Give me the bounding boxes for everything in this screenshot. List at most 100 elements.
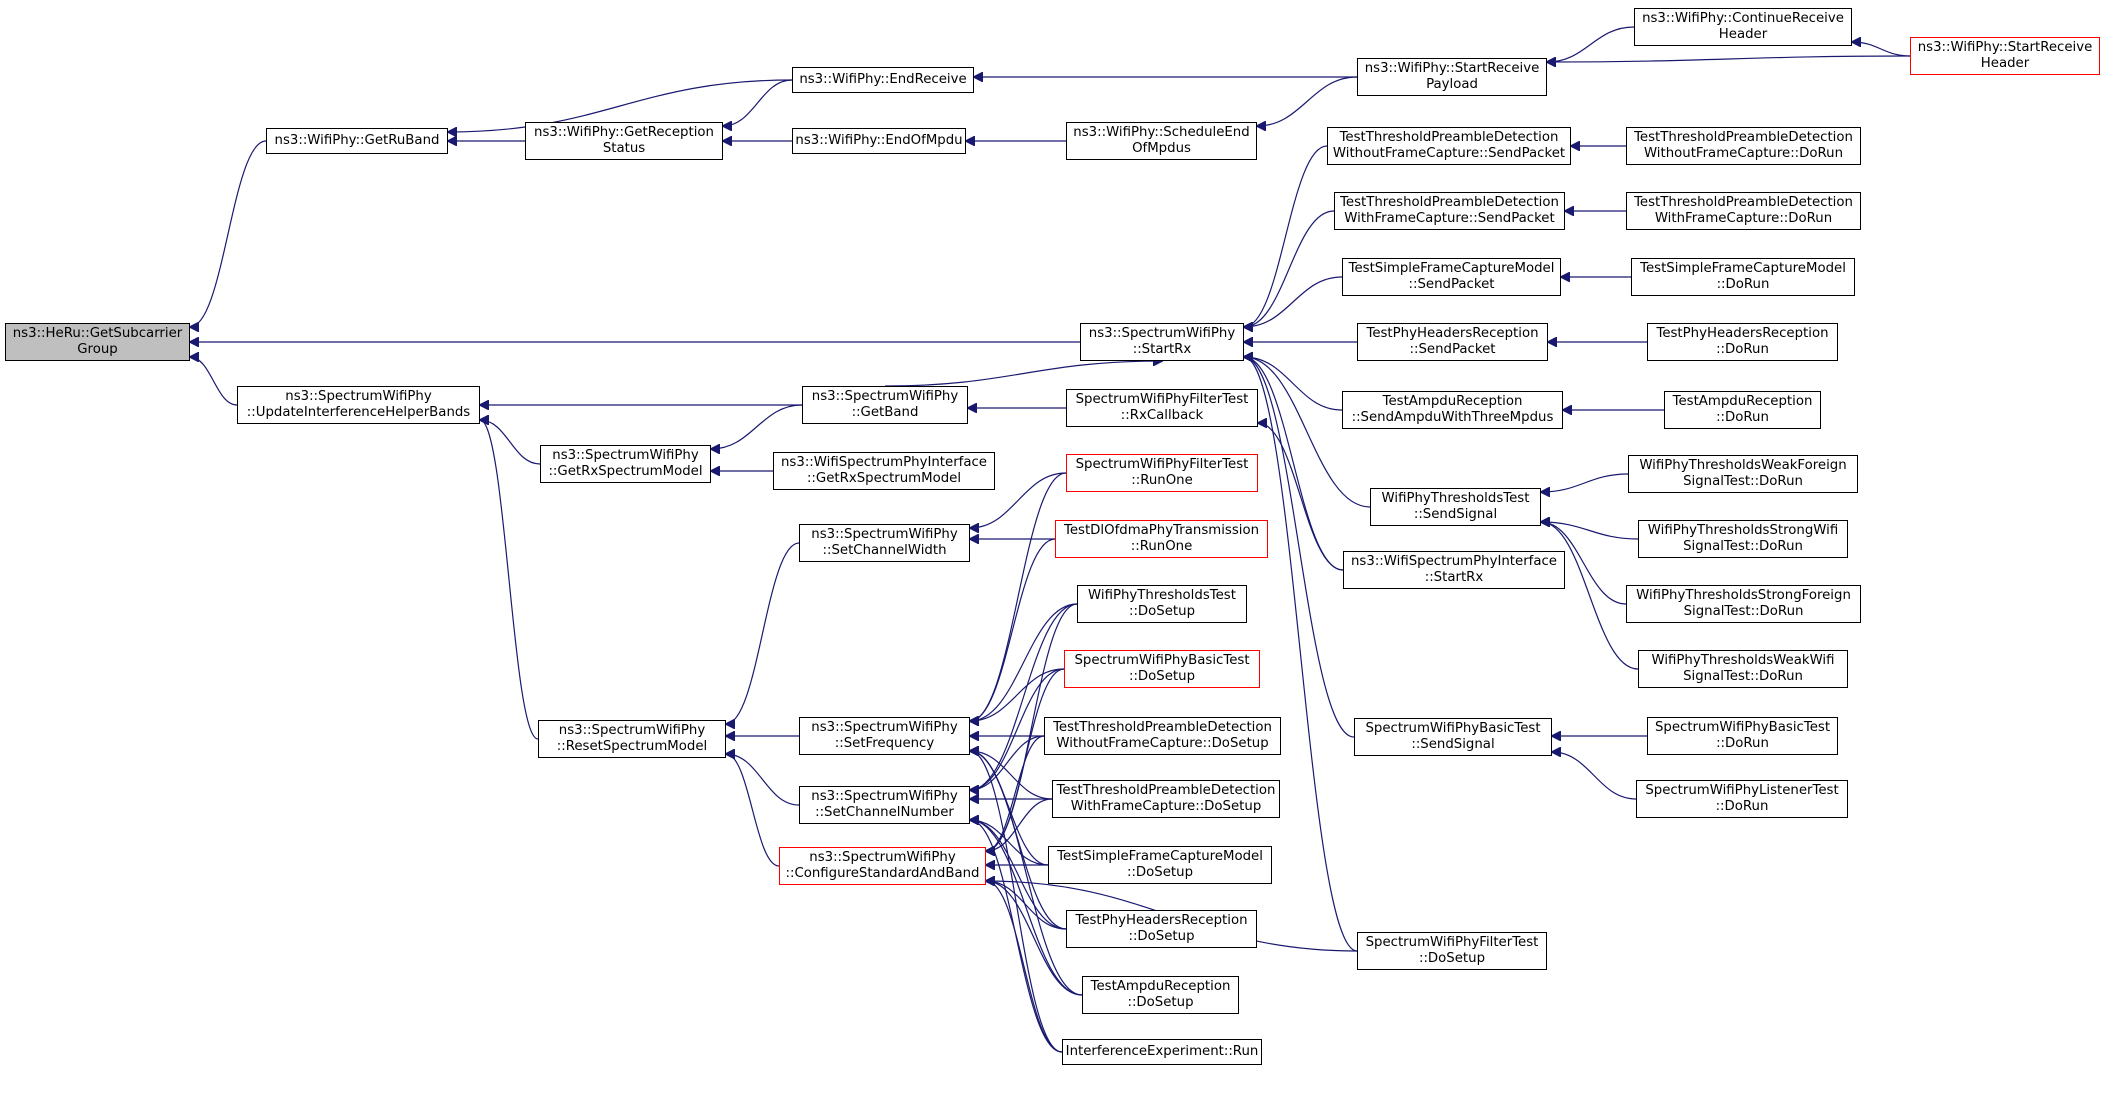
node-dlro[interactable]: TestDlOfdmaPhyTransmission::RunOne xyxy=(1055,520,1268,558)
node-scw[interactable]: ns3::SpectrumWifiPhy::SetChannelWidth xyxy=(799,524,970,562)
node-label: ::RxCallback xyxy=(1120,408,1204,423)
node-label: ::ResetSpectrumModel xyxy=(556,739,708,754)
node-rsm[interactable]: ns3::SpectrumWifiPhy::ResetSpectrumModel xyxy=(538,720,726,758)
node-label: TestThresholdPreambleDetection xyxy=(1339,130,1559,145)
edge-sfdr-to-wtss xyxy=(1541,522,1627,605)
edge-uihb-to-gsg xyxy=(190,357,238,406)
node-er[interactable]: ns3::WifiPhy::EndReceive xyxy=(792,67,974,93)
edge-wtss-to-srx xyxy=(1244,357,1371,508)
node-label: ns3::SpectrumWifiPhy xyxy=(809,850,956,865)
edge-wsrx-to-ftrc xyxy=(1258,423,1344,571)
node-ftds[interactable]: SpectrumWifiPhyFilterTest::DoSetup xyxy=(1357,932,1547,970)
node-label: ns3::SpectrumWifiPhy xyxy=(1088,326,1236,341)
node-sf[interactable]: ns3::SpectrumWifiPhy::SetFrequency xyxy=(799,717,970,755)
node-label: TestSimpleFrameCaptureModel xyxy=(1640,261,1846,276)
edge-ftds-to-srx xyxy=(1244,357,1358,952)
node-phdr[interactable]: TestPhyHeadersReception::DoRun xyxy=(1647,323,1838,361)
node-label: ns3::SpectrumWifiPhy xyxy=(811,789,958,804)
node-label: ::DoSetup xyxy=(1128,929,1195,944)
node-label: ns3::WifiPhy::StartReceive xyxy=(1917,40,2093,55)
edge-wfdr-to-wtss xyxy=(1541,473,1629,492)
node-ltdr[interactable]: SpectrumWifiPhyListenerTest::DoRun xyxy=(1636,780,1848,818)
node-label: ns3::HeRu::GetSubcarrier xyxy=(12,326,183,341)
node-label: WithFrameCapture::SendPacket xyxy=(1344,211,1555,226)
node-label: WithoutFrameCapture::SendPacket xyxy=(1332,146,1566,161)
node-label: TestAmpduReception xyxy=(1090,979,1231,994)
node-ftro[interactable]: SpectrumWifiPhyFilterTest::RunOne xyxy=(1066,454,1258,492)
node-label: SpectrumWifiPhyBasicTest xyxy=(1074,653,1250,668)
node-label: WifiPhyThresholdsStrongForeign xyxy=(1636,588,1851,603)
node-csab[interactable]: ns3::SpectrumWifiPhy::ConfigureStandardA… xyxy=(779,847,986,885)
node-label: ns3::SpectrumWifiPhy xyxy=(811,527,958,542)
node-sfcds[interactable]: TestSimpleFrameCaptureModel::DoSetup xyxy=(1048,846,1272,884)
node-phds[interactable]: TestPhyHeadersReception::DoSetup xyxy=(1066,910,1257,948)
node-scn[interactable]: ns3::SpectrumWifiPhy::SetChannelNumber xyxy=(799,786,970,824)
node-wsrx[interactable]: ns3::WifiSpectrumPhyInterface::StartRx xyxy=(1343,551,1565,589)
edge-phds-to-csab xyxy=(986,881,1067,930)
node-label: Status xyxy=(602,141,646,156)
node-uihb[interactable]: ns3::SpectrumWifiPhy::UpdateInterference… xyxy=(237,386,480,424)
edge-scn-to-rsm xyxy=(726,754,800,806)
node-ier[interactable]: InterferenceExperiment::Run xyxy=(1062,1039,1262,1065)
node-label: WithFrameCapture::DoSetup xyxy=(1070,799,1262,814)
node-label: ::DoRun xyxy=(1716,342,1769,357)
node-wtds[interactable]: WifiPhyThresholdsTest::DoSetup xyxy=(1077,585,1247,623)
node-label: WithFrameCapture::DoRun xyxy=(1654,211,1833,226)
node-ftrc[interactable]: SpectrumWifiPhyFilterTest::RxCallback xyxy=(1066,389,1258,427)
node-label: TestThresholdPreambleDetection xyxy=(1634,195,1853,210)
edge-srp-to-seom xyxy=(1257,76,1358,126)
node-phsp[interactable]: TestPhyHeadersReception::SendPacket xyxy=(1357,323,1548,361)
node-label: ns3::WifiPhy::GetReception xyxy=(534,125,714,140)
edge-srh-to-srp xyxy=(1547,55,1911,62)
node-grb[interactable]: ns3::WifiPhy::GetRuBand xyxy=(266,128,448,154)
edge-grsm-to-uihb xyxy=(480,420,541,465)
node-wgrsm[interactable]: ns3::WifiSpectrumPhyInterface::GetRxSpec… xyxy=(773,452,995,490)
node-bss[interactable]: SpectrumWifiPhyBasicTest::SendSignal xyxy=(1354,718,1552,756)
node-bids[interactable]: SpectrumWifiPhyBasicTest::DoSetup xyxy=(1064,650,1260,688)
node-label: SpectrumWifiPhyFilterTest xyxy=(1075,392,1249,407)
node-wtss[interactable]: WifiPhyThresholdsTest::SendSignal xyxy=(1370,488,1541,526)
edge-scw-to-rsm xyxy=(726,542,800,724)
node-ardr[interactable]: TestAmpduReception::DoRun xyxy=(1664,391,1821,429)
edge-ier-to-csab xyxy=(986,881,1063,1053)
node-arsa[interactable]: TestAmpduReception::SendAmpduWithThreeMp… xyxy=(1342,391,1563,429)
node-label: TestThresholdPreambleDetection xyxy=(1053,720,1272,735)
edge-wtds-to-scn xyxy=(970,603,1078,790)
node-sfcdr[interactable]: TestSimpleFrameCaptureModel::DoRun xyxy=(1631,258,1855,296)
node-label: ::DoSetup xyxy=(1418,951,1486,966)
node-label: ::SendPacket xyxy=(1408,277,1495,292)
node-eom[interactable]: ns3::WifiPhy::EndOfMpdu xyxy=(792,128,966,154)
node-label: ns3::WifiPhy::EndOfMpdu xyxy=(795,133,963,148)
node-grsm[interactable]: ns3::SpectrumWifiPhy::GetRxSpectrumModel xyxy=(540,445,711,483)
edge-dlro-to-sf xyxy=(970,538,1056,721)
node-label: ::SetFrequency xyxy=(834,736,935,751)
edge-ards-to-sf xyxy=(970,751,1083,996)
node-label: WifiPhyThresholdsTest xyxy=(1088,588,1236,603)
node-sfcsp[interactable]: TestSimpleFrameCaptureModel::SendPacket xyxy=(1342,258,1561,296)
node-gb[interactable]: ns3::SpectrumWifiPhy::GetBand xyxy=(802,386,968,424)
node-bdr[interactable]: SpectrumWifiPhyBasicTest::DoRun xyxy=(1647,717,1838,755)
edge-ards-to-scn xyxy=(970,820,1083,996)
node-srx[interactable]: ns3::SpectrumWifiPhy::StartRx xyxy=(1080,323,1244,361)
edge-sfcds-to-scn xyxy=(970,820,1049,866)
node-ards[interactable]: TestAmpduReception::DoSetup xyxy=(1082,976,1239,1014)
node-label: WifiPhyThresholdsWeakForeign xyxy=(1639,458,1847,473)
node-label: TestAmpduReception xyxy=(1382,394,1523,409)
